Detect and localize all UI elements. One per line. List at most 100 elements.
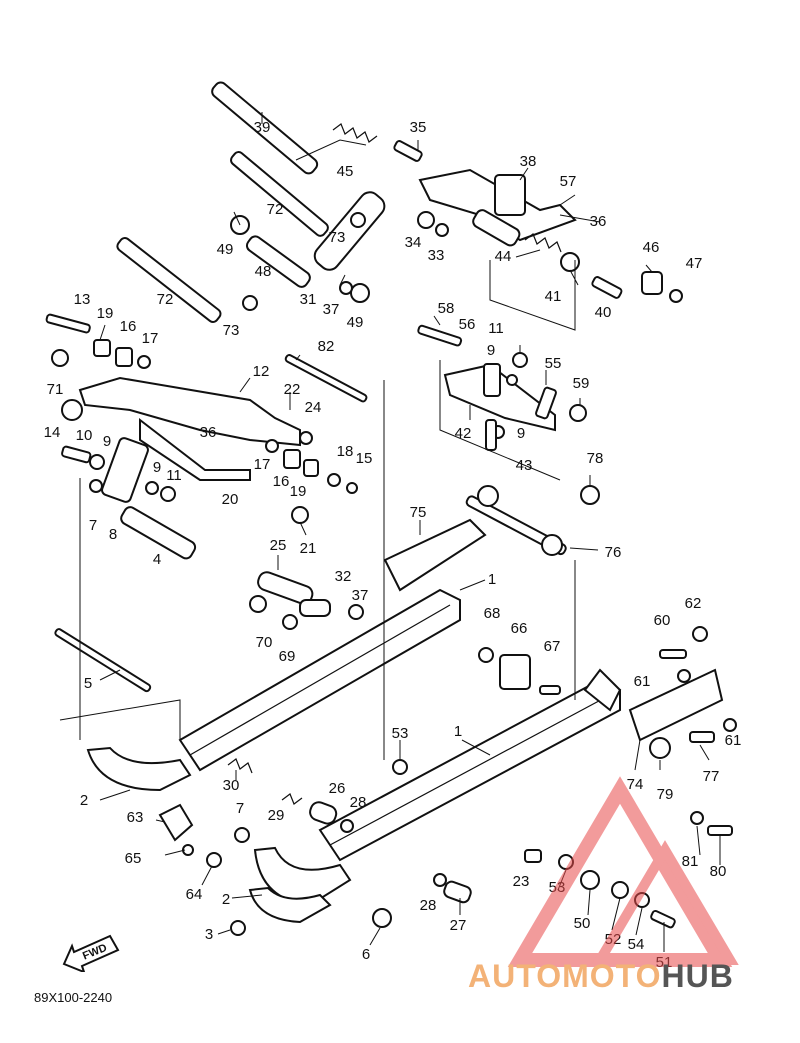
callout-3: 3 <box>205 926 213 943</box>
callout-43: 43 <box>516 457 533 474</box>
spring-29 <box>281 793 303 805</box>
callout-36-lower: 36 <box>200 424 217 441</box>
callout-49-left: 49 <box>217 241 234 258</box>
shock-rod-31 <box>313 191 386 271</box>
callout-1-lower: 1 <box>454 723 462 740</box>
washer-18 <box>327 473 341 487</box>
callout-2-right: 2 <box>222 891 230 908</box>
callout-55: 55 <box>545 355 562 372</box>
washer-28b <box>433 873 447 887</box>
bolt-35 <box>393 140 423 162</box>
nut-73a <box>350 212 366 228</box>
collar-52 <box>611 881 629 899</box>
callout-21: 21 <box>300 540 317 557</box>
callout-72-lower: 72 <box>157 291 174 308</box>
spring-30 <box>227 758 253 774</box>
collar-41 <box>560 252 580 272</box>
washer-17b <box>265 439 279 453</box>
bolt-60 <box>659 649 687 659</box>
callout-73-lower: 73 <box>223 322 240 339</box>
callout-18: 18 <box>337 443 354 460</box>
callout-22: 22 <box>284 381 301 398</box>
callout-11-upper: 11 <box>488 320 504 337</box>
callout-69: 69 <box>279 648 296 665</box>
washer-9a <box>506 374 518 386</box>
callout-10: 10 <box>76 427 93 444</box>
callout-13: 13 <box>74 291 91 308</box>
callout-14: 14 <box>44 424 61 441</box>
callout-49-right: 49 <box>347 314 364 331</box>
bushing-70 <box>249 595 267 613</box>
watermark-text-part1: AUTOMOTO <box>468 958 662 994</box>
callout-16-upper: 16 <box>120 318 137 335</box>
axle-76 <box>465 485 567 556</box>
callout-53-upper: 53 <box>392 725 409 742</box>
washer-24 <box>299 431 313 445</box>
rear-arm-42 <box>443 363 557 432</box>
callout-35: 35 <box>410 119 427 136</box>
block-66 <box>499 654 531 690</box>
shaft-39 <box>211 81 319 175</box>
callout-79: 79 <box>657 786 674 803</box>
callout-4: 4 <box>153 551 161 568</box>
stud-64 <box>206 852 222 868</box>
washer-9d <box>145 481 159 495</box>
callout-42: 42 <box>455 425 472 442</box>
rear-arm-38 <box>418 168 577 247</box>
callout-9-left: 9 <box>103 433 111 450</box>
washer-61b <box>723 718 737 732</box>
plate-74 <box>628 668 724 742</box>
bolt-13 <box>45 313 91 334</box>
block-16b <box>283 449 301 469</box>
callout-32: 32 <box>335 568 352 585</box>
spring-45 <box>332 123 378 143</box>
bolt-71 <box>51 349 69 367</box>
washer-69 <box>282 614 298 630</box>
washer-7b <box>234 827 250 843</box>
bolt-77 <box>689 731 715 743</box>
callout-72-upper: 72 <box>267 201 284 218</box>
nut-79 <box>649 737 671 759</box>
bolt-3 <box>230 920 246 936</box>
watermark-text-part2: HUB <box>661 958 734 994</box>
rod-5 <box>54 628 152 693</box>
callout-31: 31 <box>300 291 317 308</box>
watermark-triangle-logo <box>507 776 739 967</box>
collar-32 <box>299 599 331 617</box>
front-arm-12 <box>78 376 301 503</box>
callout-59: 59 <box>573 375 590 392</box>
nut-11b <box>160 486 176 502</box>
callout-65: 65 <box>125 850 142 867</box>
callout-7-lower: 7 <box>236 800 244 817</box>
callout-28-lower: 28 <box>420 897 437 914</box>
nut-62 <box>692 626 708 642</box>
callout-47: 47 <box>686 255 703 272</box>
bolt-67 <box>539 685 561 695</box>
callout-16-lower: 16 <box>273 473 290 490</box>
cap-46 <box>641 271 663 295</box>
washer-61a <box>677 669 691 683</box>
callout-74: 74 <box>627 776 644 793</box>
callout-12: 12 <box>253 363 270 380</box>
callout-48: 48 <box>255 263 272 280</box>
callout-26: 26 <box>329 780 346 797</box>
nut-11a <box>512 352 528 368</box>
callout-57: 57 <box>560 173 577 190</box>
callout-20: 20 <box>222 491 239 508</box>
callout-63: 63 <box>127 809 144 826</box>
watermark-text: AUTOMOTOHUB <box>468 958 734 995</box>
callout-11-lower: 11 <box>166 467 182 484</box>
callout-80: 80 <box>710 863 727 880</box>
callout-27: 27 <box>450 917 467 934</box>
bolt-51 <box>650 909 676 929</box>
washer-7a <box>89 479 103 493</box>
washer-28a <box>340 819 354 833</box>
callout-1-upper: 1 <box>488 571 496 588</box>
callout-15: 15 <box>356 450 373 467</box>
callout-76: 76 <box>605 544 622 561</box>
callout-24: 24 <box>305 399 322 416</box>
washer-33 <box>435 223 449 237</box>
callout-17-upper: 17 <box>142 330 159 347</box>
callout-68: 68 <box>484 605 501 622</box>
